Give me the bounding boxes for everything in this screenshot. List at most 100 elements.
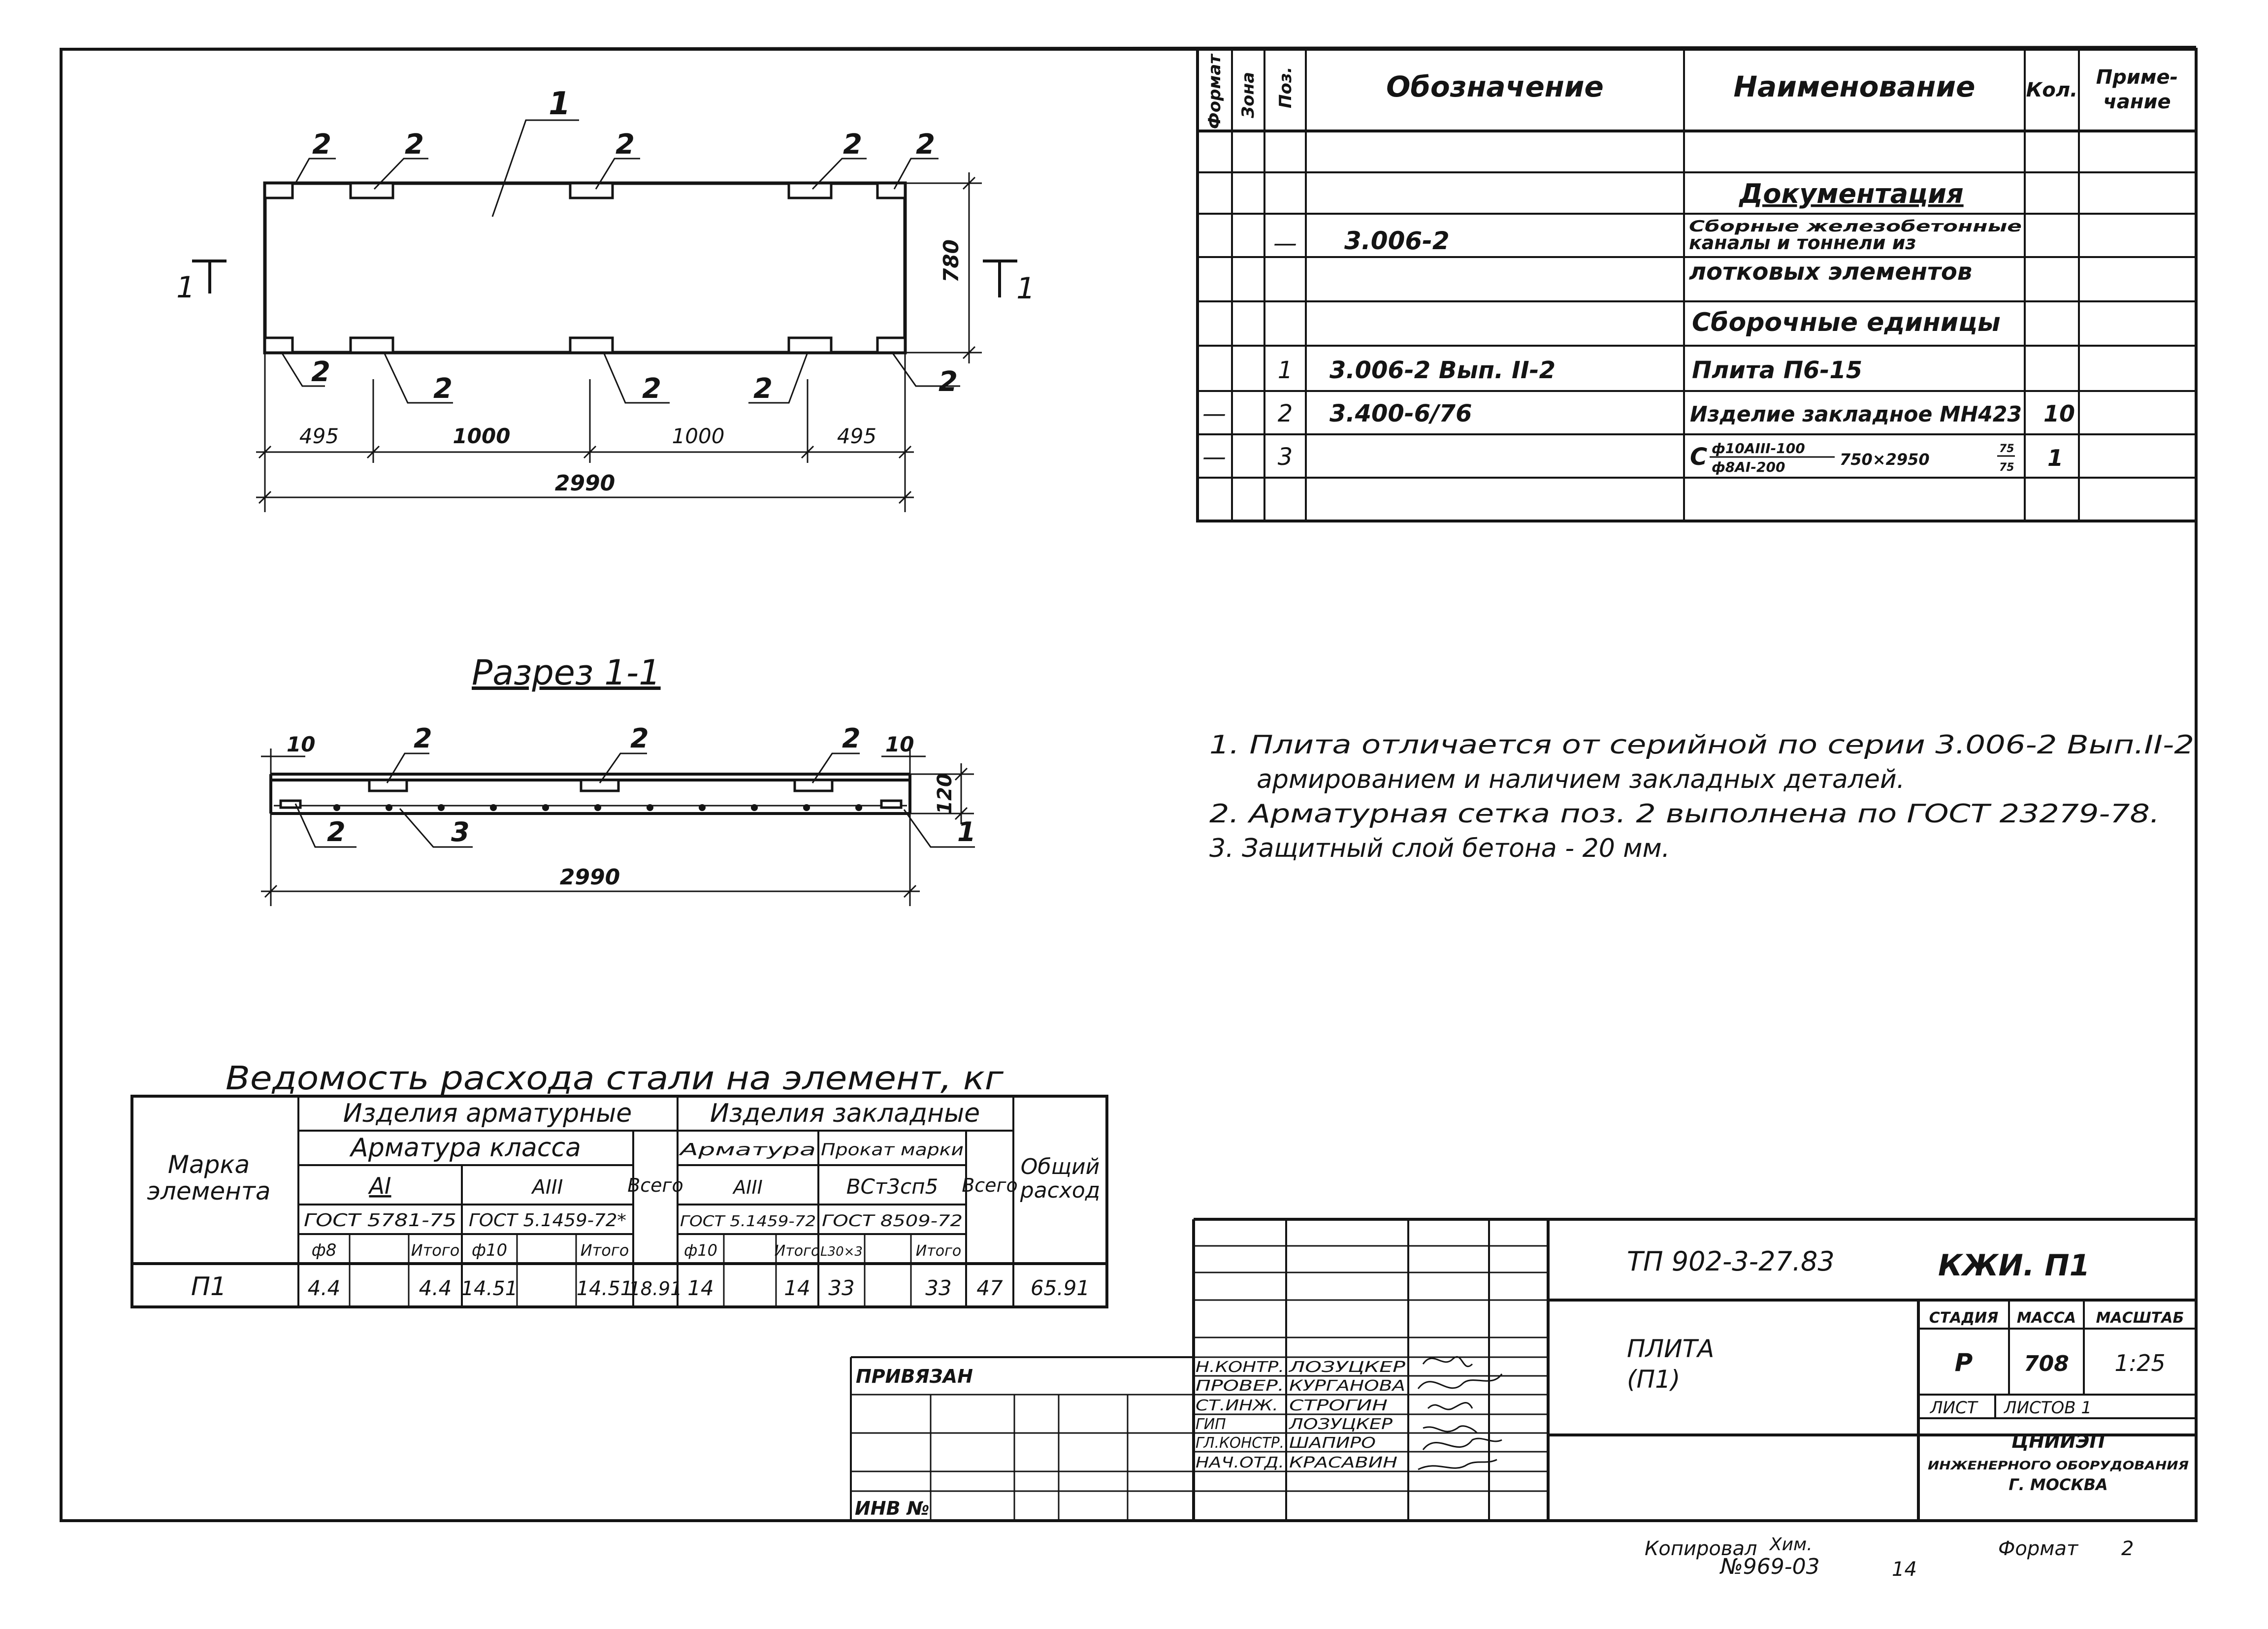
spec-row3-format: —: [1202, 443, 1226, 471]
spec-row2-pos: 2: [1278, 400, 1293, 427]
steel-col-mark-line1: Марка: [168, 1150, 250, 1179]
steel-row-profile-sum: 33: [925, 1276, 951, 1300]
section-callout-part-4: 2: [327, 816, 346, 847]
footer-order-no: №969-03: [1719, 1554, 1820, 1579]
plan-dim-1: 495: [299, 424, 339, 448]
plan-dim-3: 1000: [672, 424, 725, 448]
spec-header-name: Наименование: [1734, 70, 1976, 103]
footer-copied: Копировал: [1645, 1537, 1757, 1560]
spec-header-zone: Зона: [1238, 72, 1258, 119]
section-view: [261, 749, 975, 906]
title-role-5: ГЛ.КОНСТР.: [1196, 1434, 1284, 1452]
spec-row3-name-dims: 750×2950: [1840, 450, 1930, 469]
title-mass: 708: [2024, 1351, 2069, 1376]
title-element-name-line2: (П1): [1627, 1365, 1680, 1394]
plan-dim-4: 495: [837, 424, 876, 448]
note-1-line-1: 1. Плита отличается от серийной по серии…: [1209, 730, 2194, 760]
steel-general-line2: расход: [1020, 1178, 1100, 1203]
spec-row2-qty: 10: [2043, 400, 2075, 427]
title-role-4: ГИП: [1196, 1416, 1226, 1433]
steel-d10-emb: ф10: [684, 1241, 717, 1260]
plan-callout-top-2: 2: [405, 129, 424, 161]
title-name-4: ЛОЗУЦКЕР: [1289, 1416, 1393, 1433]
title-org-line2: ИНЖЕНЕРНОГО ОБОРУДОВАНИЯ: [1928, 1459, 2189, 1472]
spec-row3-name-top: ф10АIII-100: [1712, 440, 1805, 456]
note-2: 2. Арматурная сетка поз. 2 выполнена по …: [1209, 799, 2160, 829]
section-title: Разрез 1-1: [472, 652, 661, 693]
title-bound-label: ПРИВЯЗАН: [856, 1366, 973, 1387]
spec-row3-name-c: С: [1690, 443, 1707, 471]
title-role-2: ПРОВЕР.: [1196, 1377, 1284, 1395]
steel-row-emb-sum: 14: [784, 1276, 810, 1300]
section-dim-left: 10: [287, 732, 315, 756]
steel-gost-ai: ГОСТ 5781-75: [304, 1210, 456, 1231]
steel-gost-rolled: ГОСТ 8509-72: [822, 1211, 963, 1230]
spec-header-note-line1: Приме-: [2096, 66, 2178, 89]
section-callout-part-1: 2: [414, 723, 432, 754]
title-sheet-code: КЖИ. П1: [1938, 1248, 2090, 1283]
steel-emb-rolled-grade: ВСт3сп5: [846, 1174, 939, 1199]
steel-total-label: Всего: [627, 1174, 683, 1196]
plan-slab-outline: [263, 181, 907, 355]
steel-emb-rebar-class: АIII: [732, 1176, 763, 1198]
note-1-line-2: армированием и наличием закладных детале…: [1257, 765, 1905, 794]
spec-header-note-line2: чание: [2103, 91, 2171, 113]
spec-row2-format: —: [1202, 400, 1226, 427]
title-block-grid: [850, 1218, 2196, 1521]
steel-table-grid: [130, 1095, 1108, 1308]
steel-class-ai: АI: [367, 1173, 391, 1199]
plan-section-mark-left: 1: [176, 270, 195, 305]
plan-dim-2: 1000: [453, 424, 511, 448]
steel-class-aiii: АIII: [531, 1176, 563, 1199]
footer-format: Формат: [1998, 1537, 2079, 1560]
steel-gost-aiii: ГОСТ 5.1459-72*: [469, 1210, 626, 1231]
plan-part-top-4: [787, 182, 833, 199]
section-callout-main: 1: [957, 816, 976, 847]
steel-subtotal-ai: Итого: [411, 1241, 460, 1260]
title-org-line1: ЦНИИЭП: [2011, 1431, 2105, 1452]
steel-group-rebar: Изделия арматурные: [343, 1099, 632, 1128]
spec-doc-pos: —: [1273, 229, 1297, 257]
plan-dim-total: 2990: [555, 471, 615, 496]
title-name-5: ШАПИРО: [1289, 1434, 1376, 1452]
steel-row-emb-total: 47: [976, 1276, 1003, 1300]
spec-doc-name-line3: лотковых элементов: [1689, 258, 1972, 286]
plan-part-top-5: [876, 182, 907, 199]
note-3: 3. Защитный слой бетона - 20 мм.: [1209, 834, 1670, 863]
steel-row-sum-ai: 4.4: [419, 1276, 452, 1300]
spec-doc-name-line2: каналы и тоннели из: [1689, 232, 1916, 254]
footer-format-value: 2: [2121, 1537, 2134, 1560]
footer-sheet-no: 14: [1892, 1558, 1917, 1581]
plan-callout-top-5: 2: [916, 129, 935, 161]
section-part-3: [793, 779, 834, 792]
plan-callout-main: 1: [549, 86, 571, 122]
plan-view: [192, 119, 1017, 512]
section-callout-part-3: 2: [842, 723, 861, 754]
spec-row3-qty: 1: [2047, 445, 2063, 471]
title-role-3: СТ.ИНЖ.: [1196, 1397, 1278, 1414]
spec-section-units: Сборочные единицы: [1692, 308, 2001, 337]
title-stage-label: СТАДИЯ: [1929, 1309, 1999, 1327]
spec-header-designation: Обозначение: [1386, 70, 1604, 103]
steel-row-emb-d10: 14: [687, 1276, 713, 1300]
title-name-6: КРАСАВИН: [1289, 1454, 1397, 1471]
spec-row2-name: Изделие закладное МН423: [1690, 402, 2022, 427]
section-callout-mesh: 3: [451, 816, 470, 847]
steel-row-profile: 33: [828, 1276, 854, 1300]
plan-callout-bot-1: 2: [311, 356, 330, 388]
steel-table-title: Ведомость расхода стали на элемент, кг: [226, 1059, 1004, 1097]
spec-row3-frac-bottom: 75: [1999, 461, 2014, 474]
steel-row-rebar-total: 18.91: [629, 1278, 682, 1300]
steel-emb-rolled: Прокат марки: [821, 1140, 964, 1160]
title-inv-label: ИНВ №: [855, 1498, 930, 1519]
spec-row3-pos: 3: [1278, 443, 1293, 471]
section-callout-part-2: 2: [630, 723, 649, 754]
spec-doc-designation: 3.006-2: [1344, 227, 1450, 255]
title-name-1: ЛОЗУЦКЕР: [1289, 1359, 1406, 1376]
steel-subtotal-aiii: Итого: [581, 1241, 629, 1260]
section-dim-total: 2990: [560, 865, 620, 890]
plan-callout-bot-5: 2: [939, 366, 958, 398]
steel-row-general: 65.91: [1031, 1276, 1090, 1300]
title-element-name-line1: ПЛИТА: [1627, 1335, 1714, 1363]
steel-row-d10: 14.51: [461, 1277, 518, 1300]
